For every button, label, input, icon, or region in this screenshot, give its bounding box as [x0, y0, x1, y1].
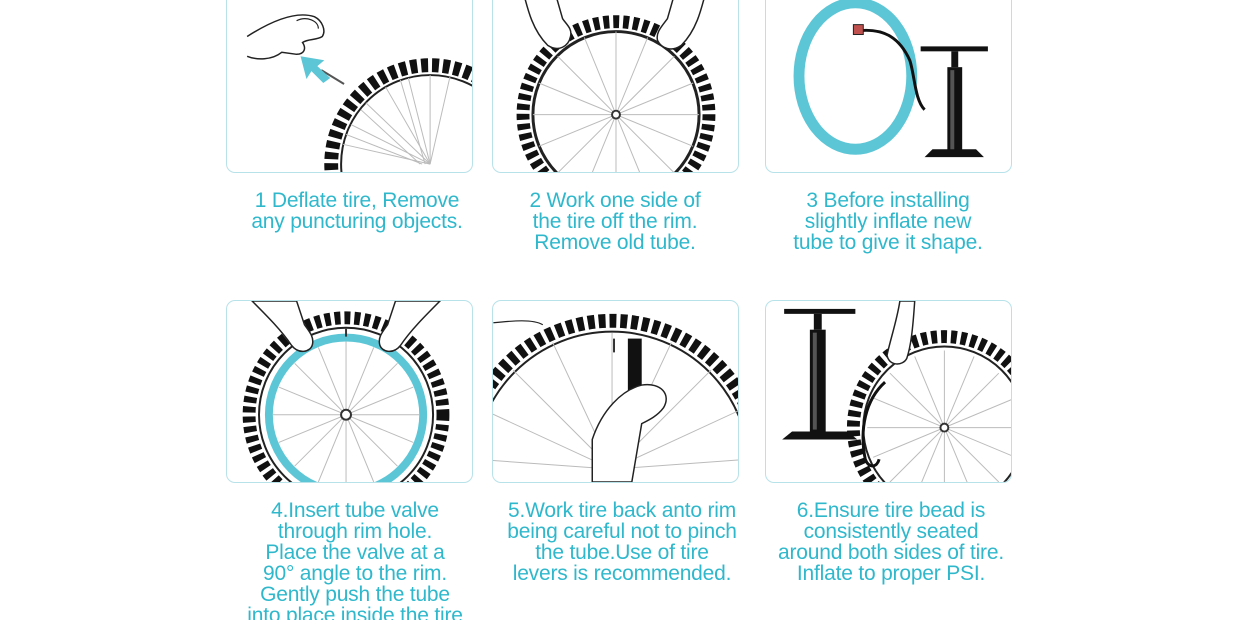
step-5-line-3: the tube.Use of tire	[535, 541, 709, 564]
pump-tire-icon	[782, 301, 1011, 482]
step-2-line-3: Remove old tube.	[534, 231, 696, 254]
step-4-line-2: through rim hole.	[277, 520, 433, 543]
step-3-line-3: tube to give it shape.	[793, 231, 983, 254]
step-1-illustration	[226, 0, 473, 173]
step-2-line-1: 2 Work one side of	[529, 189, 701, 212]
tire-lever-icon	[493, 313, 738, 482]
step-3-caption: 3 Before installing slightly inflate new…	[763, 190, 1013, 253]
inflate-tube-icon	[793, 0, 988, 158]
step-1-line-1: 1 Deflate tire, Remove	[254, 189, 460, 212]
step-6-line-3: around both sides of tire.	[778, 541, 1004, 564]
step-4-line-4: 90° angle to the rim.	[263, 562, 447, 585]
deflate-tire-icon	[246, 14, 472, 172]
remove-tire-side-icon	[516, 0, 716, 172]
step-2-caption: 2 Work one side of the tire off the rim.…	[490, 190, 740, 253]
step-1-line-2: any puncturing objects.	[251, 210, 463, 233]
step-6-caption: 6.Ensure tire bead is consistently seate…	[755, 500, 1027, 584]
step-4-line-6: into place inside the tire	[247, 604, 463, 620]
step-6-illustration	[765, 300, 1012, 483]
step-6-line-4: Inflate to proper PSI.	[796, 562, 986, 585]
step-5-illustration	[492, 300, 739, 483]
step-3-illustration	[765, 0, 1012, 173]
step-3-line-2: slightly inflate new	[804, 210, 972, 233]
step-5-line-2: being careful not to pinch	[507, 520, 737, 543]
step-6-line-2: consistently seated	[803, 520, 979, 543]
step-4-line-5: Gently push the tube	[260, 583, 450, 606]
step-1-caption: 1 Deflate tire, Remove any puncturing ob…	[228, 190, 486, 232]
step-4-caption: 4.Insert tube valve through rim hole. Pl…	[224, 500, 486, 620]
step-4-illustration	[226, 300, 473, 483]
step-2-illustration	[492, 0, 739, 173]
step-4-line-1: 4.Insert tube valve	[271, 499, 439, 522]
step-2-line-2: the tire off the rim.	[532, 210, 698, 233]
step-5-line-1: 5.Work tire back anto rim	[507, 499, 737, 522]
step-4-line-3: Place the valve at a	[265, 541, 445, 564]
step-5-caption: 5.Work tire back anto rim being careful …	[486, 500, 758, 584]
step-5-line-4: levers is recommended.	[512, 562, 732, 585]
insert-tube-icon	[242, 301, 450, 482]
step-6-line-1: 6.Ensure tire bead is	[796, 499, 986, 522]
step-3-line-1: 3 Before installing	[806, 189, 970, 212]
